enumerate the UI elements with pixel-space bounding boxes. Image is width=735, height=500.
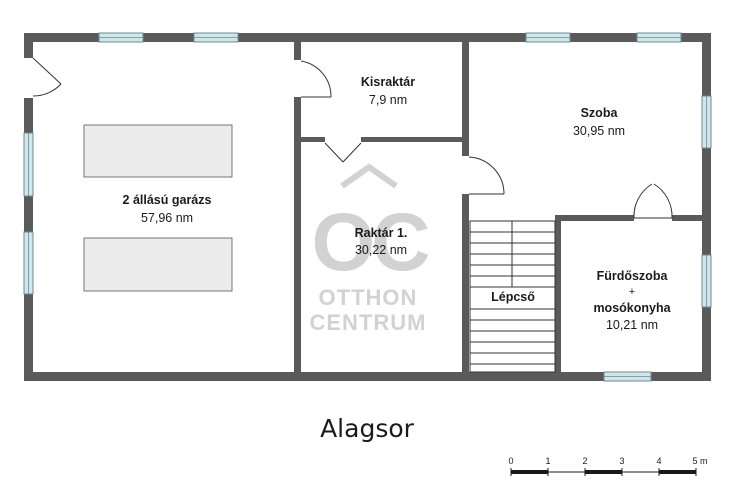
wall-bathroom-top: [555, 215, 702, 221]
garage-cars: [83, 124, 233, 292]
room-bathroom-area: 10,21 nm: [606, 318, 658, 332]
floor-title: Alagsor: [320, 414, 415, 443]
wall-kisraktar-bottom: [301, 137, 462, 142]
car-spot: [83, 237, 233, 292]
room-bathroom-name-line1: Fürdőszoba: [597, 269, 669, 283]
room-labels: 2 állású garázs 57,96 nm Kisraktár 7,9 n…: [123, 75, 672, 332]
window-lines: [28, 37, 707, 377]
watermark-line1: OTTHON: [319, 285, 418, 310]
room-szoba-name: Szoba: [581, 106, 619, 120]
doors: [32, 57, 673, 219]
door-bathroom: [633, 183, 673, 219]
door-szoba: [468, 156, 505, 195]
door-garage-entry: [32, 57, 62, 97]
room-szoba-area: 30,95 nm: [573, 124, 625, 138]
room-bathroom-plus: +: [629, 286, 635, 298]
scale-label-5: 5 m: [692, 456, 707, 466]
scale-label-3: 3: [619, 456, 624, 466]
door-raktar: [324, 142, 362, 163]
scale-label-4: 4: [656, 456, 661, 466]
watermark: OC OTTHON CENTRUM: [310, 163, 432, 335]
car-spot: [83, 124, 233, 178]
room-bathroom-name-line2: mosókonyha: [593, 301, 671, 315]
scale-label-1: 1: [545, 456, 550, 466]
wall-garage-divider: [294, 42, 301, 372]
scale-label-2: 2: [582, 456, 587, 466]
room-garage-area: 57,96 nm: [141, 211, 193, 225]
watermark-logo: OC: [312, 197, 429, 288]
room-kisraktar-area: 7,9 nm: [369, 93, 407, 107]
floor-area: [29, 38, 706, 377]
room-garage-name: 2 állású garázs: [123, 193, 212, 207]
outer-walls: [24, 33, 711, 381]
room-raktar-area: 30,22 nm: [355, 243, 407, 257]
room-kisraktar-name: Kisraktár: [361, 75, 415, 89]
door-kisraktar: [300, 60, 332, 98]
room-raktar-name: Raktár 1.: [355, 226, 408, 240]
watermark-line2: CENTRUM: [310, 310, 427, 335]
room-lepcso-name: Lépcső: [491, 290, 535, 304]
watermark-roof-icon: [340, 163, 398, 189]
wall-stair-divider: [462, 42, 469, 372]
wall-bathroom-left: [555, 221, 561, 372]
interior-walls: [294, 42, 702, 372]
scale-bar: 0 1 2 3 4 5 m: [508, 456, 708, 476]
scale-label-0: 0: [508, 456, 513, 466]
